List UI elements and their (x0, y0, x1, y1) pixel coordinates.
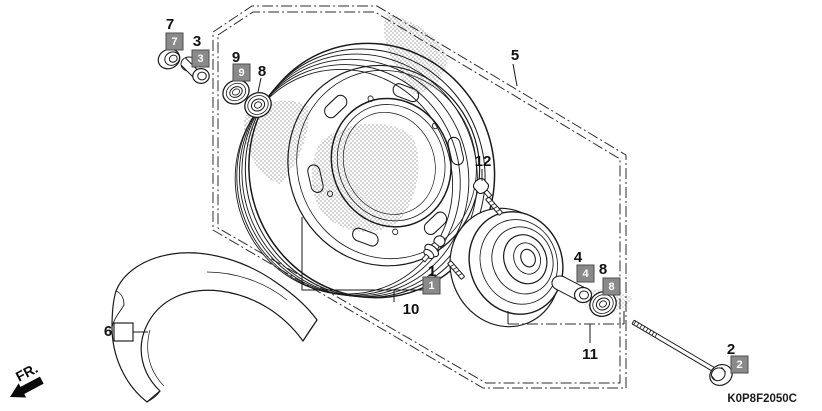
callout-box-3[interactable]: 3 (191, 49, 210, 68)
leader-lines (133, 63, 518, 333)
tire-valve-drawing (421, 235, 446, 263)
callout-label-12: 12 (475, 153, 492, 170)
callout-box-7[interactable]: 7 (165, 32, 184, 51)
callout-label-8-bottom: 8 (599, 261, 607, 278)
wheel-stud-drawing (447, 260, 465, 280)
diagram-code: K0P8F2050C (727, 393, 797, 405)
svg-text:7: 7 (171, 36, 177, 48)
flange-bolt-drawing (472, 177, 493, 199)
axle-nut-drawing (157, 48, 181, 70)
fr-arrow-icon (10, 376, 44, 398)
callout-label-8-top: 8 (258, 63, 266, 80)
callout-label-7: 7 (166, 16, 174, 33)
callout-box-4[interactable]: 4 (576, 264, 595, 283)
callout-label-11: 11 (582, 346, 598, 363)
callout-box-6[interactable] (113, 322, 134, 342)
wheel-stud-drawing (485, 196, 503, 216)
callout-label-5: 5 (511, 47, 519, 64)
svg-text:4: 4 (582, 268, 589, 280)
callout-labels: 7 3 9 8 5 12 1 10 11 4 8 2 6 (104, 16, 735, 363)
leader-line (512, 63, 518, 87)
leader-line (257, 77, 262, 93)
fr-direction-arrow: FR. (10, 360, 44, 398)
callout-box-1[interactable]: 1 (422, 276, 441, 295)
callout-boxes: 7 3 9 1 4 8 2 (113, 32, 749, 374)
svg-text:3: 3 (197, 53, 203, 65)
bearing-bottom-drawing (589, 291, 617, 317)
svg-text:1: 1 (428, 280, 434, 292)
dust-seal-drawing (222, 79, 250, 105)
bracket-11 (507, 311, 625, 343)
callout-box-9[interactable]: 9 (232, 63, 251, 82)
callout-label-9: 9 (232, 49, 240, 66)
svg-text:8: 8 (608, 281, 614, 293)
distance-collar-drawing (551, 275, 593, 304)
callout-label-10: 10 (403, 301, 420, 318)
axle-bolt-drawing (631, 319, 733, 386)
callout-label-3: 3 (193, 33, 201, 50)
bracket-10 (301, 217, 437, 302)
mud-guard-drawing (111, 252, 318, 403)
svg-text:9: 9 (238, 67, 244, 79)
bearing-top-drawing (244, 92, 272, 118)
callout-box-8-bottom[interactable]: 8 (602, 277, 621, 296)
svg-text:2: 2 (736, 359, 742, 371)
callout-box-2[interactable]: 2 (730, 355, 749, 374)
callout-label-1: 1 (428, 263, 436, 280)
rim-slots (307, 83, 464, 247)
assembly-boundary-outer (212, 5, 627, 389)
hub-drawing (447, 196, 564, 328)
callout-label-6: 6 (104, 323, 112, 340)
callout-label-2: 2 (727, 341, 735, 358)
callout-label-4: 4 (574, 249, 583, 266)
